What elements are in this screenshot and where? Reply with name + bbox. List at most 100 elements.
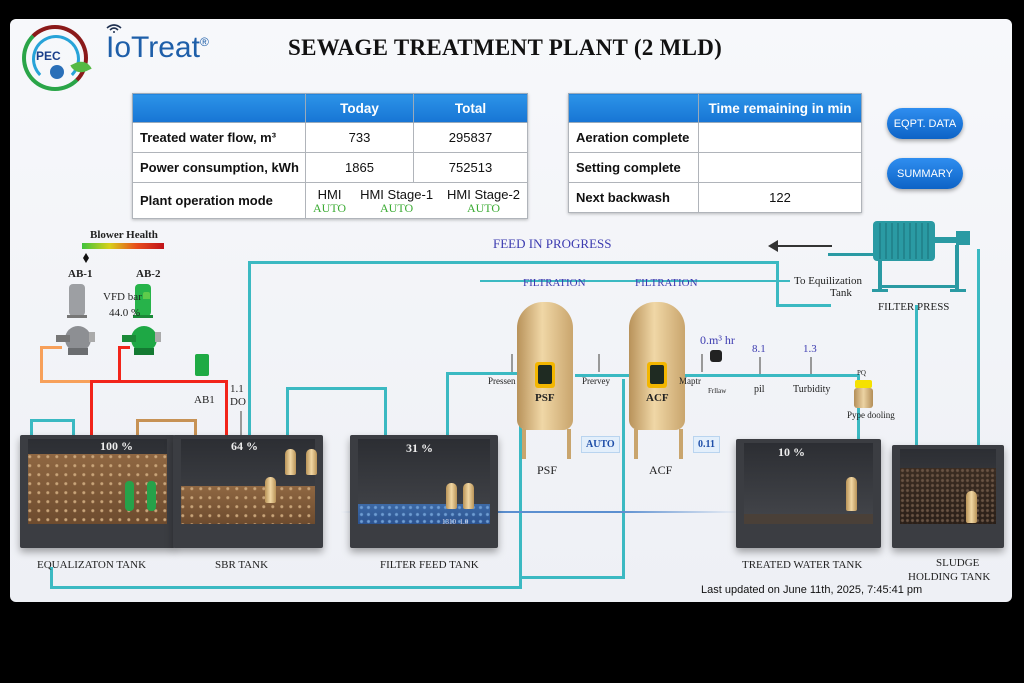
pressure-gauge-stem	[598, 354, 600, 372]
backwash-pipe	[50, 567, 53, 587]
sbr-pipe	[384, 387, 387, 437]
psf-feed-pipe	[446, 372, 449, 494]
ab1-blower-icon[interactable]	[56, 282, 106, 362]
hmi-panel: PEC IoTreat® SEWAGE TREATMENT PLANT (2 M…	[10, 19, 1012, 602]
ph-value: 8.1	[752, 343, 766, 355]
flow-meter-icon[interactable]	[710, 350, 722, 362]
acf-drain-pipe	[520, 576, 625, 579]
eqpt-data-button[interactable]: EQPT. DATA	[887, 108, 963, 139]
last-updated: Last updated on June 11th, 2025, 7:45:41…	[701, 584, 923, 596]
air-pipe	[40, 346, 43, 382]
table-row: Power consumption, kWh 1865 752513	[132, 152, 528, 183]
pec-logo-inner-ring	[32, 35, 80, 83]
acf-drain-pipe	[622, 379, 625, 579]
flow-value: 0.m³ hr	[700, 333, 735, 347]
tank-level: 64 %	[231, 439, 258, 453]
air-pipe	[40, 380, 90, 383]
blower-health-marker-icon	[83, 250, 90, 263]
row-label-aeration: Aeration complete	[568, 122, 699, 153]
sbr-tank-label: SBR TANK	[215, 559, 269, 571]
air-pipe	[118, 346, 130, 349]
mode-name: HMI	[317, 186, 342, 202]
psf-bottom-label: PSF	[537, 463, 558, 477]
pressure-2-label: Prervey	[582, 376, 610, 386]
psf-tag: PSF	[535, 392, 555, 404]
blower-health-label: Blower Health	[90, 229, 158, 241]
ph-label: pil	[754, 384, 765, 395]
treated-water-tank[interactable]: 10 %	[736, 439, 881, 548]
turbidity-value: 1.3	[803, 343, 817, 355]
filter-press-pipe	[915, 305, 918, 485]
aeration-remaining	[698, 122, 862, 153]
feed-line	[480, 280, 790, 282]
turbidity-probe	[810, 357, 812, 374]
treated-outlet-pipe	[857, 374, 860, 494]
vfd-value: 44.0 %	[109, 307, 141, 319]
tank-level: 10 %	[778, 445, 805, 459]
vessel-leg	[567, 429, 571, 459]
sludge-tank-label-1: SLUDGE	[936, 557, 980, 569]
power-today: 1865	[305, 152, 414, 183]
psf-acf-pipe	[575, 374, 635, 377]
dosing-cap-icon	[855, 380, 872, 388]
mode-state: AUTO	[312, 200, 347, 215]
dosing-pump-icon[interactable]	[854, 388, 873, 408]
filter-press-label: FILTER PRESS	[878, 301, 950, 313]
filter-press-icon[interactable]	[828, 219, 998, 294]
time-table-header: Time remaining in min	[568, 93, 862, 123]
tank-level-fill	[358, 504, 490, 524]
treated-flow-today: 733	[305, 122, 414, 153]
psf-mode-badge[interactable]: AUTO	[581, 436, 620, 453]
psf-controller-icon[interactable]	[535, 362, 555, 388]
acf-controller-icon[interactable]	[647, 362, 667, 388]
table-row: Treated water flow, m³ 733 295837	[132, 122, 528, 153]
flow-label: Frllaw	[708, 387, 727, 395]
equalization-tank-label: EQUALIZATON TANK	[37, 559, 147, 571]
time-remaining-table: Time remaining in min Aeration complete …	[568, 93, 862, 213]
mode-name: HMI Stage-1	[360, 186, 434, 202]
filter-feed-tank[interactable]: 31 % 1310 1.0	[350, 435, 498, 548]
vfd-up-icon	[143, 292, 150, 299]
recycle-icon	[50, 65, 64, 79]
ab1-valve-icon[interactable]	[195, 354, 209, 376]
treated-water-tank-label: TREATED WATER TANK	[742, 559, 863, 571]
equalization-tank[interactable]: 100 %	[20, 435, 175, 548]
sbr-tank[interactable]: 64 %	[173, 435, 323, 548]
stats-table: Today Total Treated water flow, m³ 733 2…	[132, 93, 528, 219]
acf-bottom-label: ACF	[649, 463, 673, 477]
filtration-label-psf: FILTRATION	[523, 277, 586, 289]
tank-level: 100 %	[100, 439, 133, 453]
table-row: Next backwash 122	[568, 182, 862, 213]
wifi-icon	[106, 24, 122, 33]
sludge-tank-label-2: HOLDING TANK	[908, 571, 991, 583]
tank-level-fill	[900, 468, 996, 524]
decanter-pump-icon	[265, 477, 276, 503]
pump-tags: 1310 1.0	[442, 518, 469, 526]
feed-status: FEED IN PROGRESS	[493, 236, 612, 251]
vfd-label: VFD bar	[103, 291, 142, 303]
summary-button[interactable]: SUMMARY	[887, 158, 963, 189]
pump-icon	[285, 449, 296, 475]
acf-value-badge: 0.11	[693, 436, 720, 453]
pressure-gauge-stem	[511, 354, 513, 372]
to-equalization-label-1: To Equilization	[794, 275, 862, 287]
acf-tag: ACF	[646, 392, 669, 404]
power-total: 752513	[413, 152, 528, 183]
blower-health-bar	[82, 243, 164, 249]
row-label-operation-mode: Plant operation mode	[132, 182, 306, 219]
filter-feed-pump-icon	[463, 483, 474, 509]
sampling-pipe	[136, 419, 196, 422]
treated-outlet-pipe	[680, 374, 860, 377]
mode-name: HMI Stage-2	[447, 186, 521, 202]
dosing-label: Pype dooling	[847, 410, 895, 420]
time-header-blank	[568, 93, 699, 123]
registered-mark: ®	[199, 35, 209, 49]
filtration-label-acf: FILTRATION	[635, 277, 698, 289]
sludge-holding-tank[interactable]	[892, 445, 1004, 548]
table-row: Aeration complete	[568, 122, 862, 153]
